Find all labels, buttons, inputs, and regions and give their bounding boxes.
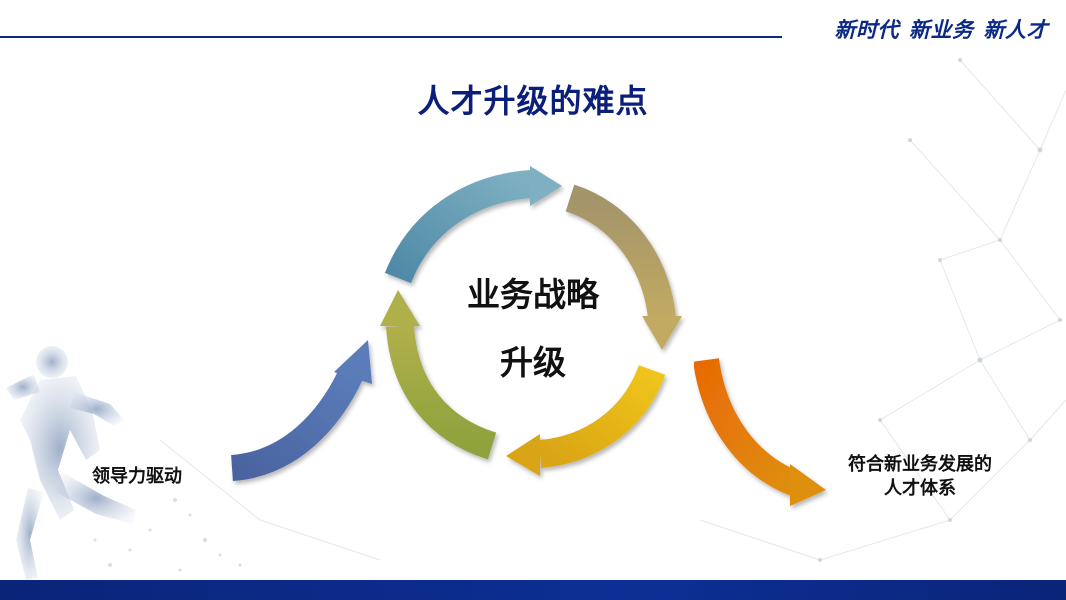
slogan-part: 新时代 (834, 18, 899, 42)
output-label-line2: 人才体系 (884, 478, 956, 499)
slogan-part: 新业务 (909, 18, 974, 42)
input-label: 领导力驱动 (92, 466, 182, 487)
runner-silhouette (6, 346, 136, 580)
header-divider (0, 36, 782, 38)
output-label-line1: 符合新业务发展的 (848, 454, 992, 475)
slide-title: 人才升级的难点 (417, 82, 649, 120)
output-label: 符合新业务发展的 人才体系 (830, 453, 1010, 501)
slogan: 新时代新业务新人才 (835, 14, 1049, 44)
cycle-center-label-line1: 业务战略 (467, 275, 599, 314)
footer-bar (0, 580, 1066, 600)
cycle-arrow-left (380, 290, 497, 460)
input-arrow-left (230, 340, 372, 481)
cycle-arrow-top (384, 166, 562, 284)
cycle-arrow-right (565, 184, 682, 350)
output-arrow-right (693, 358, 826, 506)
cycle-center-label-line2: 升级 (500, 343, 566, 382)
slogan-part: 新人才 (983, 18, 1048, 42)
cycle-arrow-bottom (506, 364, 666, 476)
